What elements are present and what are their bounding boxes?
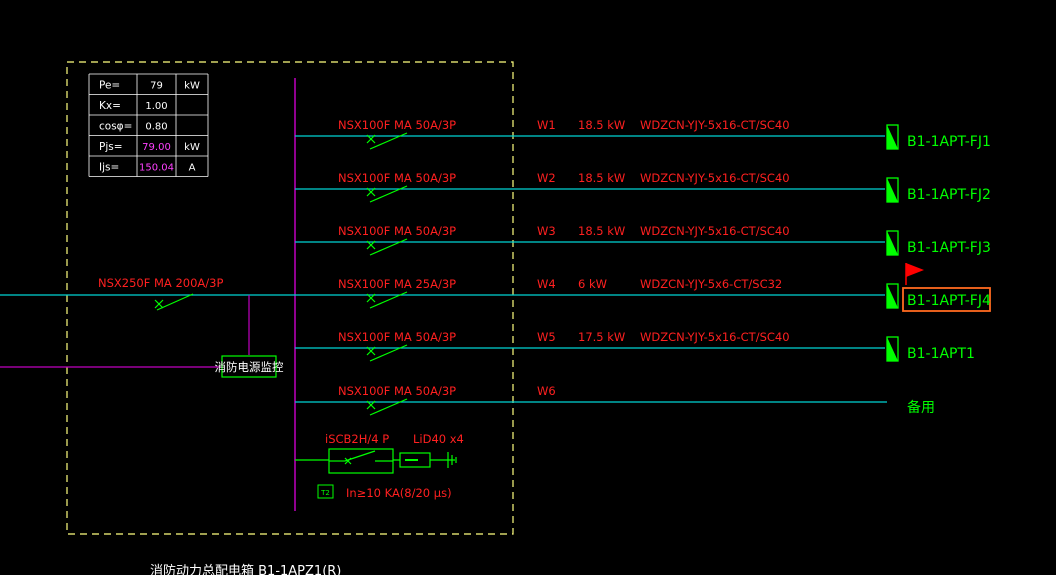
table-row-value: 79 <box>150 81 163 92</box>
breaker-symbol <box>366 398 408 416</box>
breaker-symbol <box>366 238 408 256</box>
feeder-destination[interactable]: B1-1APT-FJ3 <box>907 240 991 256</box>
feeder-cable: WDZCN-YJY-5x16-CT/SC40 <box>640 224 790 238</box>
table-row: Ijs= 150.04 A <box>99 162 196 174</box>
feeder-breaker-label: NSX100F MA 25A/3P <box>338 277 456 291</box>
feeder-cable: WDZCN-YJY-5x16-CT/SC40 <box>640 330 790 344</box>
distribution-panel-icon <box>886 177 899 203</box>
table-row: cosφ= 0.80 <box>99 121 168 133</box>
distribution-panel-icon <box>886 336 899 362</box>
feeder-circuit-id: W3 <box>537 224 556 238</box>
feeder-power: 6 kW <box>578 277 607 291</box>
feeder-cable: WDZCN-YJY-5x16-CT/SC40 <box>640 118 790 132</box>
distribution-panel-icon <box>886 283 899 309</box>
feeder-power: 18.5 kW <box>578 171 625 185</box>
distribution-panel-icon <box>886 230 899 256</box>
table-row-unit: A <box>189 163 196 174</box>
selection-highlight[interactable] <box>902 287 991 312</box>
feeder-circuit-id: W4 <box>537 277 556 291</box>
feeder-breaker-label: NSX100F MA 50A/3P <box>338 330 456 344</box>
feeder-w6[interactable]: NSX100F MA 50A/3P W6 备用 <box>295 384 935 416</box>
table-row-label: cosφ= <box>99 121 132 133</box>
spd-breaker-symbol <box>329 450 393 465</box>
spd-arrester-label: LiD40 x4 <box>413 432 464 446</box>
table-row-label: Kx= <box>99 100 121 112</box>
table-row-unit: kW <box>184 81 200 92</box>
feeder-cable: WDZCN-YJY-5x16-CT/SC40 <box>640 171 790 185</box>
breaker-symbol <box>366 291 408 309</box>
feeder-w3[interactable]: NSX100F MA 50A/3P W3 18.5 kW WDZCN-YJY-5x16… <box>295 224 991 256</box>
monitor-label: 消防电源监控 <box>215 360 284 374</box>
spd-rating: In≥10 KA(8/20 μs) <box>346 486 452 500</box>
table-row-value: 150.04 <box>139 163 174 174</box>
feeder-breaker-label: NSX100F MA 50A/3P <box>338 171 456 185</box>
feeder-circuit-id: W1 <box>537 118 556 132</box>
feeder-power: 17.5 kW <box>578 330 625 344</box>
feeder-destination[interactable]: B1-1APT-FJ4 <box>907 293 991 309</box>
feeder-power: 18.5 kW <box>578 118 625 132</box>
table-row-label: Ijs= <box>99 162 119 174</box>
feeder-power: 18.5 kW <box>578 224 625 238</box>
feeder-breaker-label: NSX100F MA 50A/3P <box>338 118 456 132</box>
feeder-circuit-id: W2 <box>537 171 556 185</box>
flag-icon <box>905 263 924 285</box>
table-row-value: 0.80 <box>145 122 167 133</box>
incoming-breaker-symbol <box>154 293 194 311</box>
feeder-w2[interactable]: NSX100F MA 50A/3P W2 18.5 kW WDZCN-YJY-5x16… <box>295 171 991 203</box>
breaker-symbol <box>366 132 408 150</box>
incoming-breaker-label: NSX250F MA 200A/3P <box>98 276 223 290</box>
breaker-symbol <box>366 185 408 203</box>
table-row-label: Pe= <box>99 80 120 92</box>
feeder-destination[interactable]: B1-1APT-FJ1 <box>907 134 991 150</box>
feeder-breaker-label: NSX100F MA 50A/3P <box>338 384 456 398</box>
feeder-w5[interactable]: NSX100F MA 50A/3P W5 17.5 kW WDZCN-YJY-5x16… <box>295 330 975 362</box>
table-row: Pe= 79 kW <box>99 80 200 92</box>
feeder-circuit-id: W5 <box>537 330 556 344</box>
feeder-destination[interactable]: 备用 <box>907 399 935 416</box>
table-row-value: 79.00 <box>142 142 171 153</box>
monitor-box[interactable] <box>221 355 277 378</box>
feeder-destination[interactable]: B1-1APT1 <box>907 346 975 362</box>
table-row: Kx= 1.00 <box>99 100 168 112</box>
table-row: Pjs= 79.00 kW <box>99 141 200 153</box>
panel-title: 消防动力总配电箱 B1-1APZ1(R) <box>150 563 341 575</box>
feeder-w1[interactable]: NSX100F MA 50A/3P W1 18.5 kW WDZCN-YJY-5x16… <box>295 118 991 150</box>
feeder-breaker-label: NSX100F MA 50A/3P <box>338 224 456 238</box>
spd-breaker-label: iSCB2H/4 P <box>325 432 389 446</box>
feeder-destination[interactable]: B1-1APT-FJ2 <box>907 187 991 203</box>
ground-icon <box>447 452 457 468</box>
feeders[interactable]: NSX100F MA 50A/3P W1 18.5 kW WDZCN-YJY-5x16… <box>295 118 991 416</box>
spd-tag-box <box>317 484 334 499</box>
incoming-feeder[interactable]: NSX250F MA 200A/3P 消防电源监控 <box>0 276 295 378</box>
table-row-label: Pjs= <box>99 141 123 153</box>
panel-boundary <box>66 61 514 535</box>
breaker-symbol <box>366 344 408 362</box>
feeder-cable: WDZCN-YJY-5x6-CT/SC32 <box>640 277 782 291</box>
table-row-unit: kW <box>184 142 200 153</box>
spd-tag: T2 <box>320 489 330 497</box>
table-row-value: 1.00 <box>145 101 167 112</box>
distribution-panel-icon <box>886 124 899 150</box>
feeder-w4[interactable]: NSX100F MA 25A/3P W4 6 kW WDZCN-YJY-5x6-CT/… <box>295 263 991 312</box>
surge-protection[interactable]: iSCB2H/4 P LiD40 x4 T2 In≥10 KA(8/20 μs) <box>295 432 464 500</box>
feeder-circuit-id: W6 <box>537 384 556 398</box>
